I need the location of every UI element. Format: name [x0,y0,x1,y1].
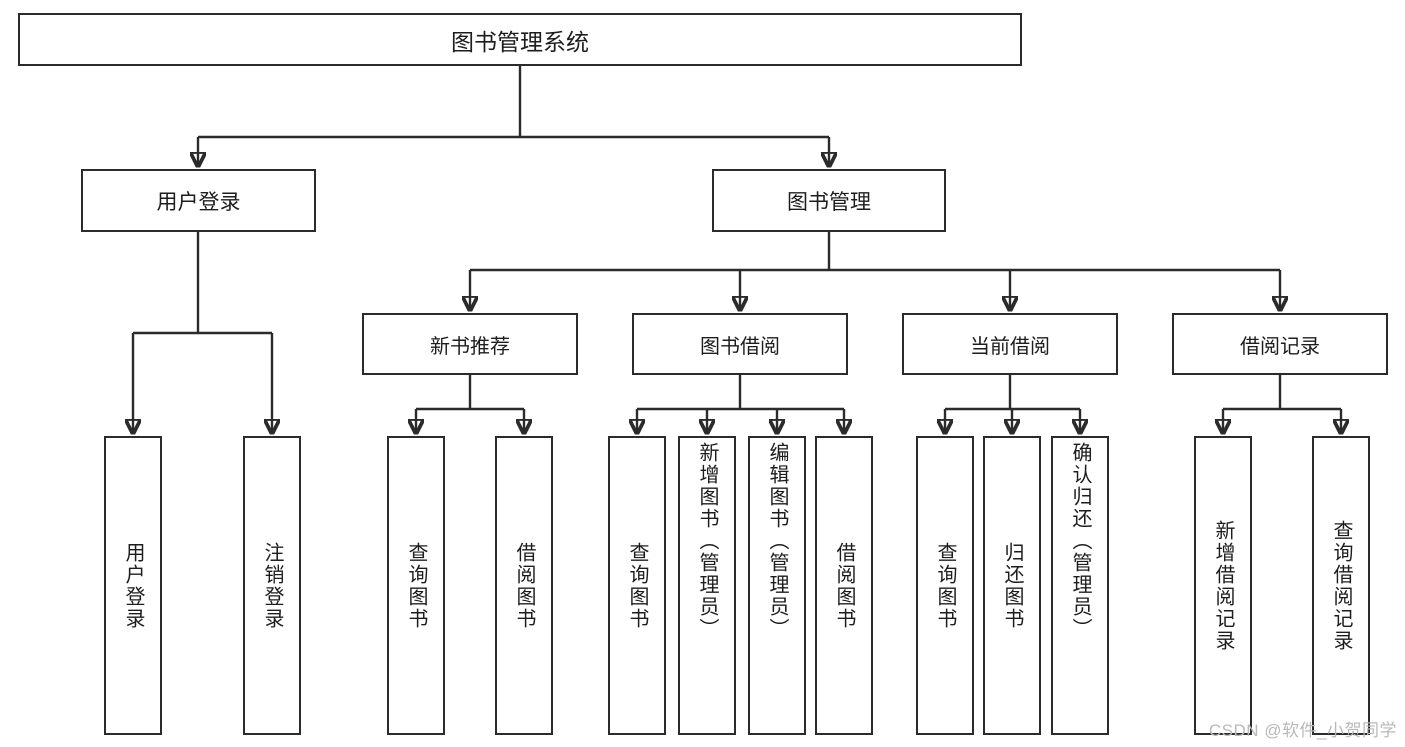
node-leaf-borrow-book-label: 借阅图书 [833,541,855,630]
node-leaf-query-book-current[interactable]: 查询图书 [916,436,974,735]
node-leaf-user-login-label: 用户登录 [122,541,144,630]
node-leaf-user-login[interactable]: 用户登录 [104,436,162,735]
node-leaf-query-book-borrow-label: 查询图书 [626,541,648,630]
node-leaf-query-book-borrow[interactable]: 查询图书 [608,436,666,735]
node-leaf-confirm-return-label: 确认归还（管理员） [1069,442,1091,640]
node-branch-user-login[interactable]: 用户登录 [81,169,316,232]
node-leaf-add-borrow-record-label: 新增借阅记录 [1212,519,1234,652]
node-leaf-query-borrow-record-label: 查询借阅记录 [1330,519,1352,652]
node-leaf-confirm-return[interactable]: 确认归还（管理员） [1051,436,1109,735]
watermark-text: CSDN @软件_小贺同学 [1208,721,1397,740]
node-leaf-return-book-label: 归还图书 [1001,541,1023,630]
node-leaf-logout-label: 注销登录 [261,541,283,630]
node-leaf-edit-book-label: 编辑图书（管理员） [766,442,788,640]
node-leaf-borrow-book[interactable]: 借阅图书 [815,436,873,735]
node-leaf-logout[interactable]: 注销登录 [243,436,301,735]
node-leaf-query-book-recommend-label: 查询图书 [405,541,427,630]
node-leaf-borrow-book-recommend-label: 借阅图书 [513,541,535,630]
node-group-borrow-record[interactable]: 借阅记录 [1172,313,1388,375]
node-leaf-add-book-label: 新增图书（管理员） [696,442,718,640]
node-root-system[interactable]: 图书管理系统 [18,13,1022,66]
node-group-current-borrow[interactable]: 当前借阅 [902,313,1118,375]
node-leaf-query-book-recommend[interactable]: 查询图书 [387,436,445,735]
node-leaf-query-book-current-label: 查询图书 [934,541,956,630]
node-group-new-book-recommend[interactable]: 新书推荐 [362,313,578,375]
node-leaf-add-book[interactable]: 新增图书（管理员） [678,436,736,735]
node-leaf-edit-book[interactable]: 编辑图书（管理员） [748,436,806,735]
node-leaf-borrow-book-recommend[interactable]: 借阅图书 [495,436,553,735]
node-branch-book-manage[interactable]: 图书管理 [712,169,946,232]
node-group-book-borrow[interactable]: 图书借阅 [632,313,848,375]
node-leaf-add-borrow-record[interactable]: 新增借阅记录 [1194,436,1252,735]
node-leaf-return-book[interactable]: 归还图书 [983,436,1041,735]
node-leaf-query-borrow-record[interactable]: 查询借阅记录 [1312,436,1370,735]
